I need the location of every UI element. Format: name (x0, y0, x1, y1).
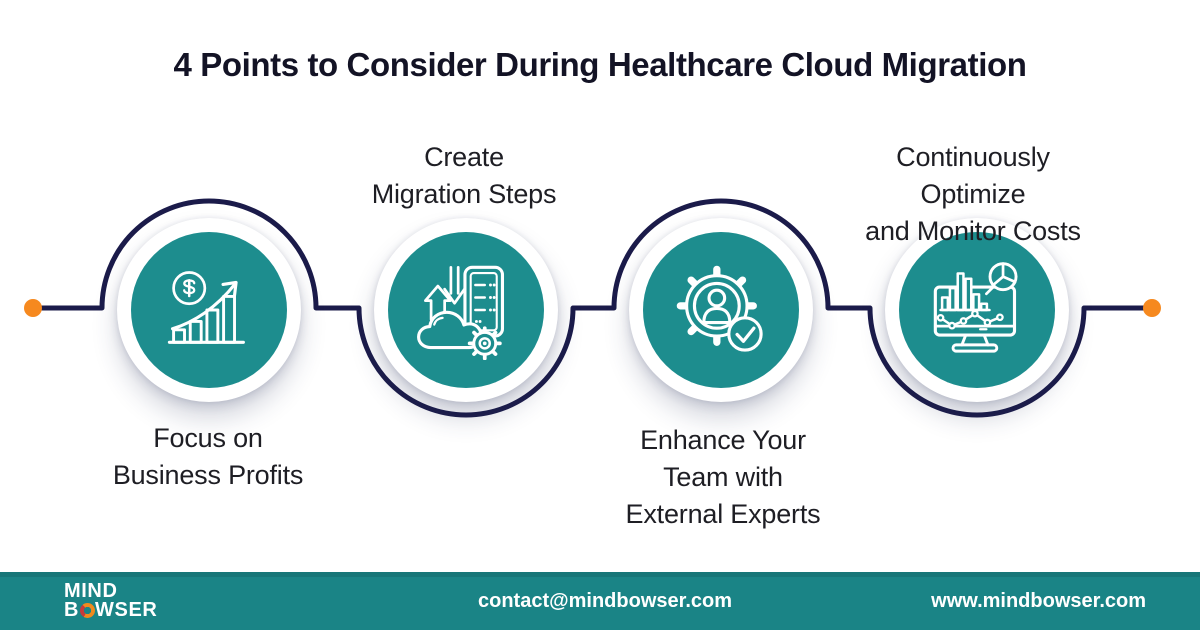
growth-chart-icon (167, 271, 245, 344)
contact-email[interactable]: contact@mindbowser.com (478, 589, 732, 612)
step-label-focus-business-profits: Focus on Business Profits (112, 423, 304, 490)
analytics-monitor-icon (933, 262, 1018, 353)
connector-endpoint-dot-left (24, 299, 42, 317)
logo-line-1: MIND (64, 580, 118, 602)
page-title: 4 Points to Consider During Healthcare C… (173, 46, 1027, 83)
team-gear-icon (676, 265, 763, 352)
step-circle-4 (899, 232, 1055, 388)
step-node-1 (117, 218, 301, 402)
step-circle-3 (643, 232, 799, 388)
step-node-3 (629, 218, 813, 402)
step-label-enhance-your-team: Enhance Your Team with External Experts (625, 425, 821, 529)
connector-endpoint-dot-right (1143, 299, 1161, 317)
logo-swirl-icon (79, 602, 95, 618)
step-circle-1 (131, 232, 287, 388)
step-node-2 (374, 218, 558, 402)
server-migration-icon (417, 265, 505, 360)
step-circle-2 (388, 232, 544, 388)
step-label-optimize-monitor-costs: Continuously Optimize and Monitor Costs (865, 142, 1081, 246)
website-url[interactable]: www.mindbowser.com (931, 589, 1146, 612)
connector-path (30, 198, 1155, 418)
step-node-4 (885, 218, 1069, 402)
step-label-create-migration-steps: Create Migration Steps (371, 142, 557, 209)
